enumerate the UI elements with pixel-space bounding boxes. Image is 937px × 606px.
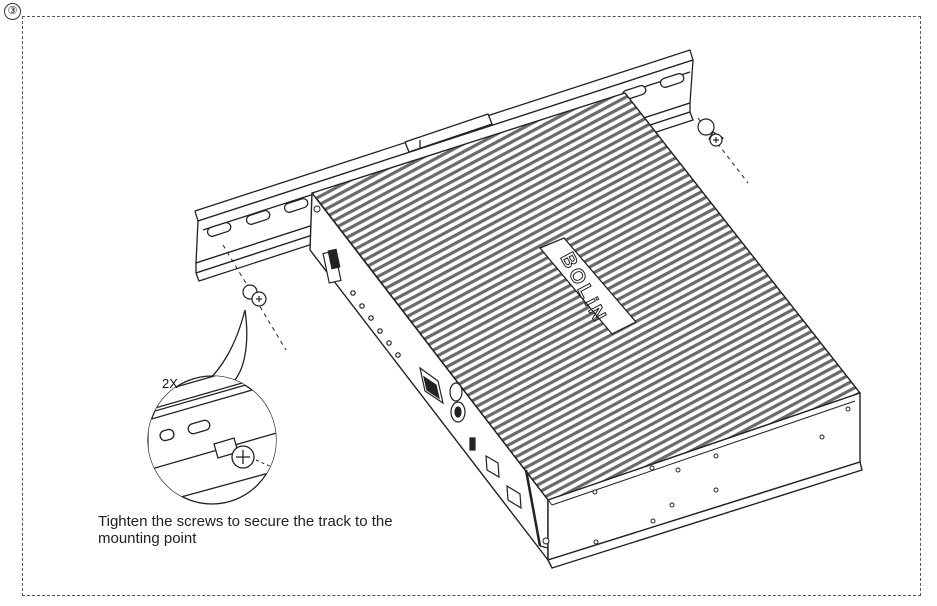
side-holes bbox=[313, 205, 851, 545]
callout-magnifier bbox=[147, 309, 277, 505]
screw-left bbox=[222, 244, 287, 351]
screw-right bbox=[697, 117, 749, 184]
instruction-caption: Tighten the screws to secure the track t… bbox=[98, 513, 393, 547]
step-number-badge: ③ bbox=[4, 3, 21, 20]
front-panel-ports bbox=[322, 248, 549, 549]
callout-multiplier-label: 2X bbox=[162, 376, 178, 391]
dashed-frame bbox=[22, 16, 921, 596]
